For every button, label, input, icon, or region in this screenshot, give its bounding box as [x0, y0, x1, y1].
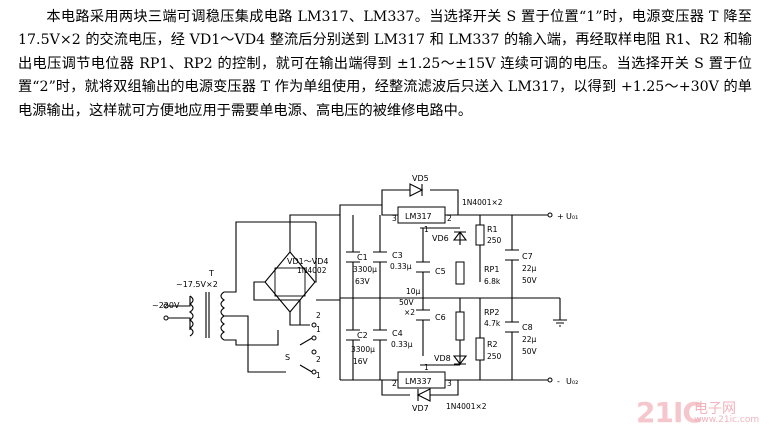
c56-value: 10μ [406, 287, 421, 296]
watermark-url: www.21ic.com [694, 415, 760, 425]
c7-voltage: 50V [522, 276, 538, 285]
c56-voltage: 50V [399, 298, 415, 307]
c4-value: 0.33μ [391, 340, 413, 349]
vd7-label: VD7 [412, 404, 429, 413]
c1-value: 3300μ [353, 265, 377, 274]
bridge-label: VD1～VD4 [287, 257, 328, 266]
ic-blocks [274, 206, 446, 389]
description-paragraph: 本电路采用两块三端可调稳压集成电路 LM317、LM337。当选择开关 S 置于… [18, 6, 752, 123]
vd6-label: VD6 [432, 234, 449, 243]
lm317-pin-out: 2 [447, 214, 452, 223]
c2-value: 3300μ [351, 345, 375, 354]
out-pos-label: U₀₁ [566, 212, 578, 221]
c1-voltage: 63V [355, 277, 371, 286]
switch-pos-2-bot: 2 [316, 355, 321, 364]
lm337-pin-out: 3 [447, 379, 452, 388]
bridge-part: 1N4002 [297, 266, 327, 275]
rp1-value: 6.8k [484, 277, 501, 286]
lm337-pin-in: 2 [392, 379, 397, 388]
out-neg-label: U₀₂ [566, 377, 578, 386]
watermark-big: 21IC [636, 396, 703, 429]
r1-ref: R1 [487, 225, 498, 234]
c8-value: 22μ [522, 335, 537, 344]
c8-voltage: 50V [522, 347, 538, 356]
out-neg-sign: - [557, 377, 560, 386]
description-text: 本电路采用两块三端可调稳压集成电路 LM317、LM337。当选择开关 S 置于… [18, 9, 752, 119]
switch-label: S [285, 353, 290, 362]
rp2-value: 4.7k [484, 319, 501, 328]
lm317-pin-in: 3 [392, 214, 397, 223]
r1-value: 250 [487, 236, 502, 245]
resistor-symbols [455, 224, 485, 361]
rp1-ref: RP1 [484, 265, 499, 274]
capacitor-symbols [346, 249, 519, 341]
c56-qty: ×2 [404, 308, 415, 317]
c2-voltage: 16V [353, 357, 369, 366]
lm337-pin-adj: 1 [424, 363, 429, 372]
lm337-ic [397, 371, 446, 389]
lm317-pin-adj: 1 [424, 225, 429, 234]
lm317-ic [397, 206, 446, 224]
rp2-ref: RP2 [484, 308, 499, 317]
r2-value: 250 [487, 352, 502, 361]
c8-ref: C8 [522, 323, 533, 332]
c6-ref: C6 [435, 313, 446, 322]
switch-pos-2-top: 2 [316, 311, 321, 320]
c1-ref: C1 [357, 253, 368, 262]
diode-bot-part: 1N4001×2 [446, 402, 487, 411]
watermark-logo: 21IC 电子网 www.21ic.com [636, 396, 760, 430]
vd5-label: VD5 [412, 174, 429, 183]
c5-ref: C5 [435, 267, 446, 276]
transformer-secondary-label: ~17.5V×2 [176, 280, 218, 289]
lm317-label: LM317 [405, 212, 432, 221]
c7-ref: C7 [522, 252, 533, 261]
watermark-cn: 电子网 [694, 401, 736, 417]
diode-symbols [409, 183, 468, 402]
switch-pos-1-top: 1 [316, 325, 321, 334]
mains-label: ~220V [152, 301, 180, 310]
switch-pos-1-bot: 1 [316, 371, 321, 380]
c4-ref: C4 [392, 329, 403, 338]
c3-ref: C3 [392, 251, 403, 260]
out-pos-sign: + [557, 212, 564, 221]
diode-top-part: 1N4001×2 [462, 198, 503, 207]
vd8-label: VD8 [434, 354, 451, 363]
transformer-label: T [208, 269, 214, 278]
c3-value: 0.33μ [390, 262, 412, 271]
c2-ref: C2 [357, 331, 368, 340]
wires [163, 189, 567, 396]
lm337-label: LM337 [405, 377, 432, 386]
r2-ref: R2 [487, 340, 498, 349]
c7-value: 22μ [522, 264, 537, 273]
